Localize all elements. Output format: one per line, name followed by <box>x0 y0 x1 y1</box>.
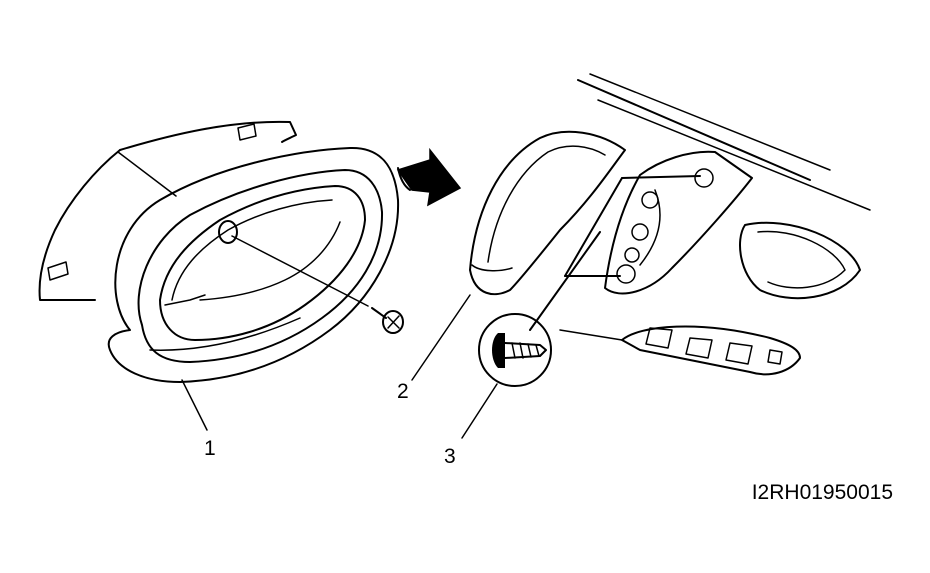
leader-lines <box>181 294 498 439</box>
callout-3-label: 3 <box>444 445 456 468</box>
assist-grip-part <box>469 130 626 296</box>
roof-panel <box>529 73 871 376</box>
screw-detail <box>478 313 552 387</box>
handle-cover-part <box>38 120 404 383</box>
figure-id-label: I2RH01950015 <box>751 481 893 504</box>
callout-1-label: 1 <box>204 437 216 460</box>
callout-2-label: 2 <box>397 380 409 403</box>
removal-arrow-icon <box>396 147 462 207</box>
